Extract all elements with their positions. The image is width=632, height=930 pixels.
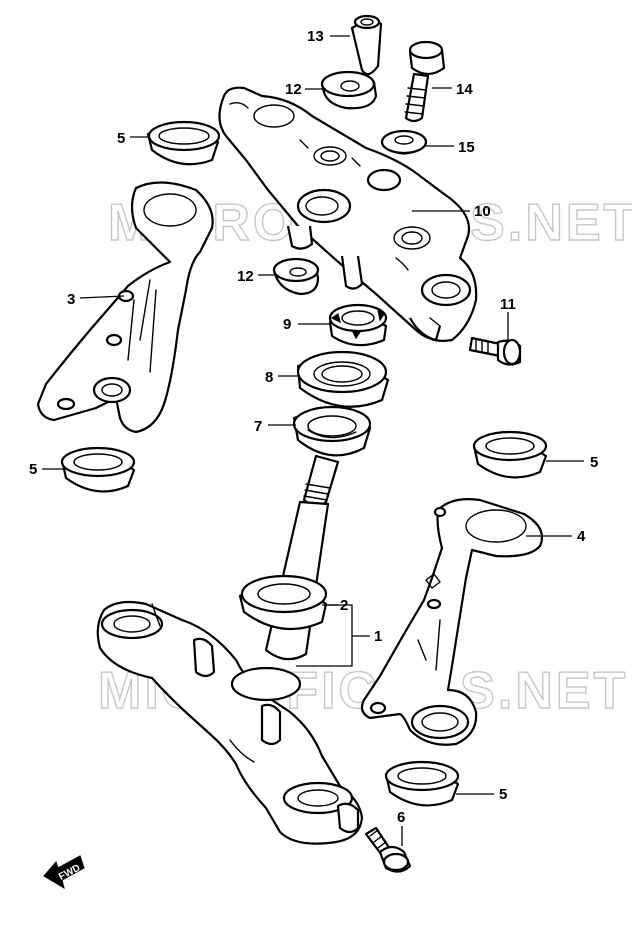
callout-5-lower: 5 bbox=[499, 786, 507, 803]
part-6-bolt bbox=[364, 826, 412, 873]
callout-6: 6 bbox=[397, 809, 405, 826]
part-1-steering-stem bbox=[96, 454, 364, 845]
callout-9: 9 bbox=[283, 316, 291, 333]
callout-7: 7 bbox=[254, 418, 262, 435]
part-3-bracket bbox=[36, 181, 214, 434]
part-5-grommet-b bbox=[60, 446, 136, 493]
part-5-grommet-c bbox=[472, 430, 548, 479]
part-4-bracket bbox=[360, 498, 544, 746]
fwd-arrow-icon: FWD bbox=[43, 855, 85, 890]
part-7-bearing bbox=[292, 405, 372, 457]
callout-8: 8 bbox=[265, 369, 273, 386]
callout-12-upper: 12 bbox=[285, 81, 302, 98]
part-13-spacer bbox=[350, 14, 383, 76]
callout-3: 3 bbox=[67, 291, 75, 308]
part-8-bearing bbox=[296, 350, 390, 408]
part-11-bolt bbox=[468, 336, 522, 366]
part-12-damper-lower bbox=[272, 257, 320, 296]
callout-12-lower: 12 bbox=[237, 268, 254, 285]
callout-4: 4 bbox=[577, 528, 586, 545]
callout-5-left: 5 bbox=[29, 461, 37, 478]
part-12-damper-upper bbox=[320, 70, 378, 110]
part-10-upper-bracket bbox=[218, 86, 478, 342]
callout-13: 13 bbox=[307, 28, 324, 45]
part-9-nut bbox=[328, 303, 388, 347]
part-14-bolt bbox=[404, 40, 446, 123]
callout-5-upper-left: 5 bbox=[117, 130, 125, 147]
part-15-washer bbox=[380, 129, 428, 155]
fwd-label: FWD bbox=[57, 863, 82, 883]
callout-14: 14 bbox=[456, 81, 473, 98]
callout-11: 11 bbox=[500, 296, 516, 313]
callout-10: 10 bbox=[474, 203, 491, 220]
callout-5-right: 5 bbox=[590, 454, 598, 471]
callout-labels: 13 12 14 5 15 10 12 3 11 9 8 7 5 5 4 2 1… bbox=[29, 28, 598, 826]
part-5-grommet-d bbox=[384, 760, 460, 807]
callout-15: 15 bbox=[458, 139, 475, 156]
part-5-grommet-a bbox=[146, 120, 221, 166]
leader-lines bbox=[42, 35, 584, 846]
callout-2: 2 bbox=[340, 597, 348, 614]
callout-1: 1 bbox=[374, 628, 382, 645]
